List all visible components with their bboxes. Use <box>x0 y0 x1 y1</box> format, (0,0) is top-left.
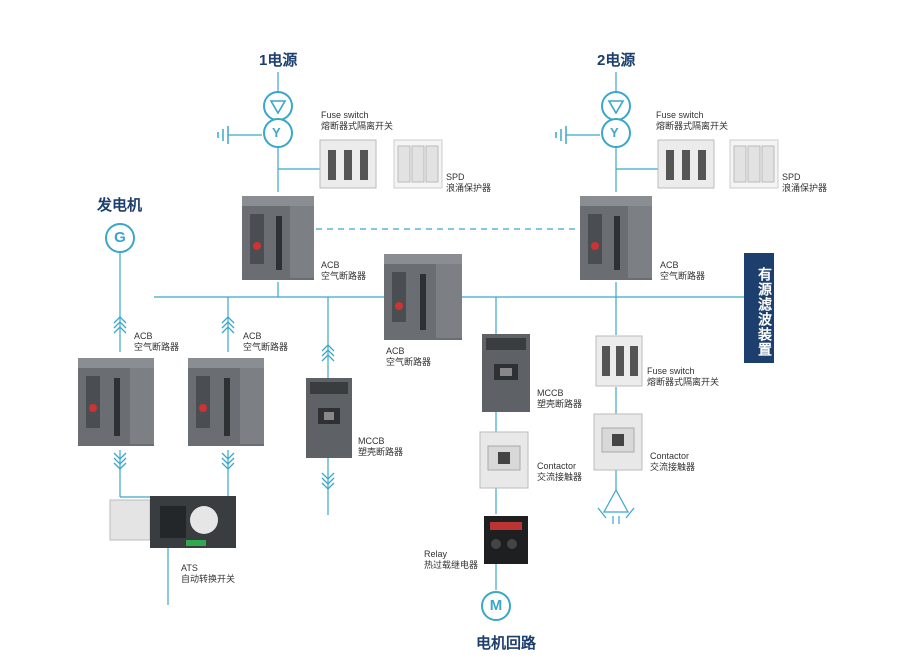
active-filter-block: 有源滤波装置 <box>744 253 774 363</box>
transformer-1-y-symbol: Y <box>272 125 281 140</box>
contactor-cap-device <box>593 413 643 471</box>
motor-icon: M <box>481 591 511 621</box>
ats-device <box>109 496 236 548</box>
motor-circuit-title: 电机回路 <box>476 635 537 652</box>
acb-tie-device <box>384 254 462 340</box>
spd-2-device <box>729 139 779 189</box>
fuse-switch-2-device <box>657 139 715 189</box>
transformer-2-y-symbol: Y <box>610 125 619 140</box>
capacitor-bank-icon <box>597 488 635 524</box>
generator-icon: G <box>105 223 135 253</box>
ground-icon <box>555 126 567 144</box>
relay-device <box>484 516 528 564</box>
source-1-title: 1电源 <box>259 52 298 69</box>
generator-title: 发电机 <box>97 197 143 214</box>
acb-2-device <box>580 196 652 280</box>
acb-gen-1-device <box>78 358 154 446</box>
transformer-2-icon <box>601 72 631 148</box>
fuse-switch-3-device <box>595 335 643 387</box>
ground-icon <box>217 126 229 144</box>
acb-1-device <box>242 196 314 280</box>
mccb-motor-device <box>482 334 530 412</box>
acb-gen-2-device <box>188 358 264 446</box>
mccb-feeder-device <box>306 378 352 458</box>
contactor-motor-device <box>479 431 529 489</box>
transformer-1-icon <box>263 72 293 148</box>
spd-1-device <box>393 139 443 189</box>
fuse-switch-1-device <box>319 139 377 189</box>
source-2-title: 2电源 <box>597 52 636 69</box>
